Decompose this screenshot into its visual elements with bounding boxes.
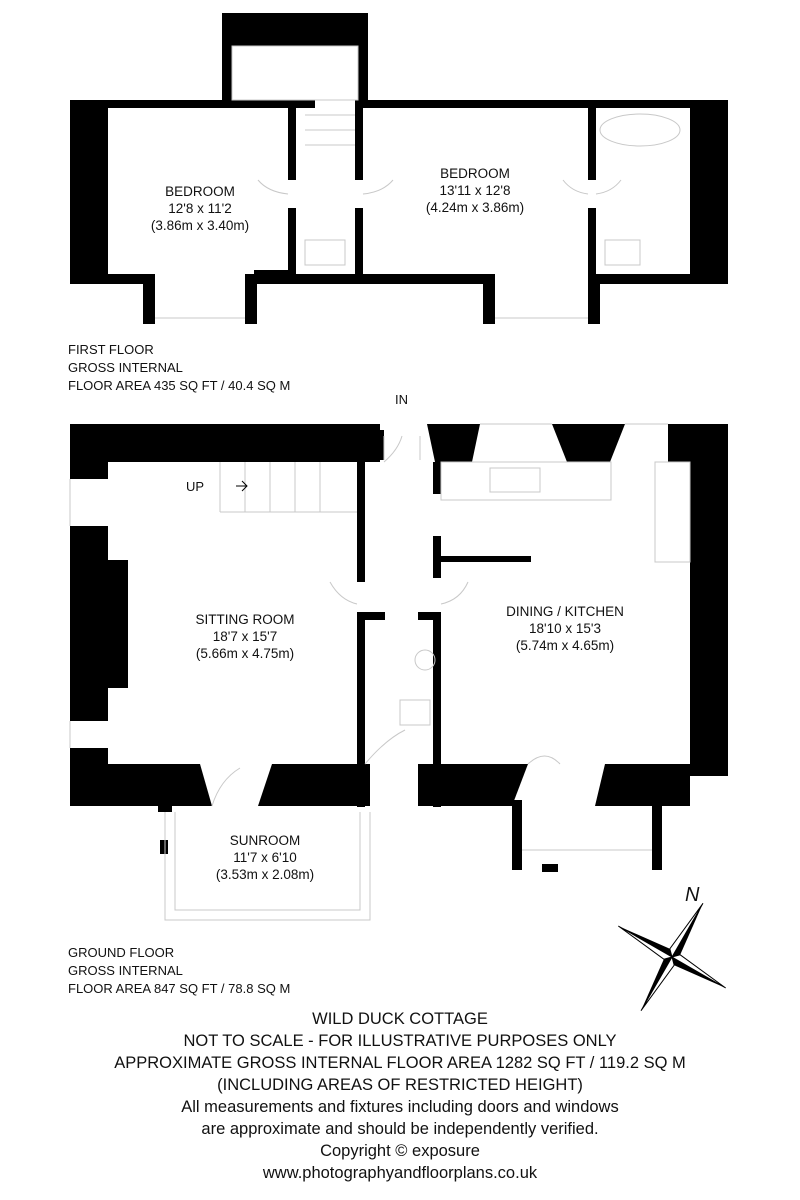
- room-dims-metric: (4.24m x 3.86m): [425, 200, 525, 215]
- room-dims-imperial: 18'10 x 15'3: [529, 621, 601, 636]
- area-value: FLOOR AREA 847 SQ FT / 78.8 SQ M: [68, 981, 291, 996]
- room-dims-metric: (5.74m x 4.65m): [515, 638, 615, 653]
- entrance-label: IN: [395, 392, 408, 407]
- total-area: APPROXIMATE GROSS INTERNAL FLOOR AREA 12…: [114, 1054, 686, 1072]
- floor-name: GROUND FLOOR: [68, 945, 175, 960]
- room-dims-imperial: 11'7 x 6'10: [233, 850, 297, 865]
- room-label-sitting-room: SITTING ROOM 18'7 x 15'7 (5.66m x 4.75m): [170, 611, 320, 662]
- room-name: DINING / KITCHEN: [506, 604, 624, 619]
- website: www.photographyandfloorplans.co.uk: [262, 1164, 538, 1182]
- room-dims-imperial: 13'11 x 12'8: [439, 183, 511, 198]
- ground-floor-area-block: GROUND FLOOR GROSS INTERNAL FLOOR AREA 8…: [68, 944, 290, 998]
- first-floor-area-block: FIRST FLOOR GROSS INTERNAL FLOOR AREA 43…: [68, 341, 290, 395]
- disclaimer-line-1: All measurements and fixtures including …: [181, 1098, 619, 1116]
- ground-floor-walls: [70, 424, 728, 872]
- room-dims-metric: (3.53m x 2.08m): [215, 867, 315, 882]
- property-name: WILD DUCK COTTAGE: [312, 1010, 488, 1028]
- room-label-dining-kitchen: DINING / KITCHEN 18'10 x 15'3 (5.74m x 4…: [485, 603, 645, 654]
- room-label-bedroom-1: BEDROOM 12'8 x 11'2 (3.86m x 3.40m): [130, 183, 270, 234]
- room-dims-imperial: 18'7 x 15'7: [212, 629, 278, 644]
- stair-up-arrow: [236, 480, 248, 492]
- first-floor-walls: [70, 13, 728, 324]
- room-dims-metric: (3.86m x 3.40m): [150, 218, 250, 233]
- ground-floor-fixtures: [69, 423, 691, 921]
- room-label-bedroom-2: BEDROOM 13'11 x 12'8 (4.24m x 3.86m): [400, 165, 550, 216]
- restricted-height-note: (INCLUDING AREAS OF RESTRICTED HEIGHT): [217, 1076, 583, 1094]
- area-caption: GROSS INTERNAL: [68, 360, 183, 375]
- room-name: BEDROOM: [440, 166, 510, 181]
- floor-name: FIRST FLOOR: [68, 342, 154, 357]
- area-value: FLOOR AREA 435 SQ FT / 40.4 SQ M: [68, 378, 291, 393]
- area-caption: GROSS INTERNAL: [68, 963, 183, 978]
- room-name: BEDROOM: [165, 184, 235, 199]
- room-dims-imperial: 12'8 x 11'2: [168, 201, 232, 216]
- copyright: Copyright © exposure: [320, 1142, 480, 1160]
- compass-north-label: N: [685, 884, 700, 906]
- stair-up-label: UP: [186, 479, 205, 494]
- compass-rose: [618, 903, 726, 1011]
- first-floor-fixtures: [155, 45, 681, 319]
- disclaimer-line-2: are approximate and should be independen…: [201, 1120, 599, 1138]
- room-label-sunroom: SUNROOM 11'7 x 6'10 (3.53m x 2.08m): [200, 832, 330, 883]
- room-dims-metric: (5.66m x 4.75m): [195, 646, 295, 661]
- footer-notes: WILD DUCK COTTAGE NOT TO SCALE - FOR ILL…: [0, 1008, 800, 1184]
- room-name: SITTING ROOM: [195, 612, 295, 627]
- room-name: SUNROOM: [229, 833, 301, 848]
- scale-note: NOT TO SCALE - FOR ILLUSTRATIVE PURPOSES…: [183, 1032, 617, 1050]
